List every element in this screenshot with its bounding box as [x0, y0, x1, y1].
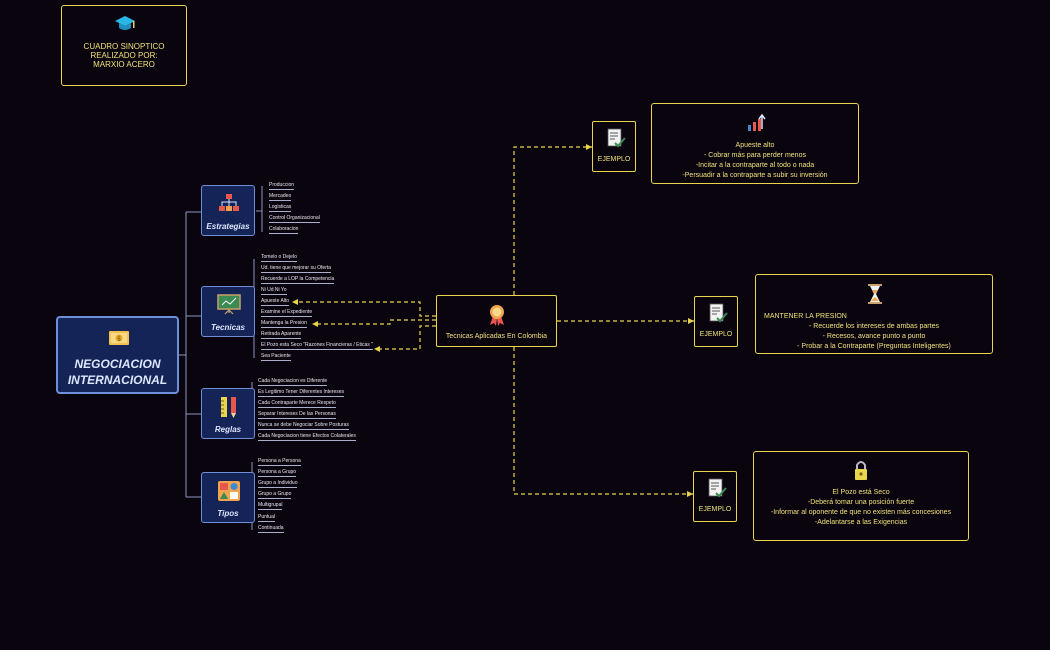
example-label: EJEMPLO	[699, 331, 733, 338]
detail-line: -Incitar a la contraparte al todo o nada	[695, 162, 815, 169]
list-item: Grupo a Grupo	[258, 491, 292, 499]
credit-line-2: REALIZADO POR:	[90, 51, 158, 60]
list-item: Multigrupal	[258, 502, 283, 510]
detail-line: Apueste alto	[735, 142, 775, 149]
example-node-3[interactable]: EJEMPLO	[693, 471, 737, 522]
list-item: El Pozo esta Seco "Razones Financieras /…	[261, 342, 373, 350]
detail-line: -Informar al oponente de que no existen …	[770, 509, 952, 516]
category-estrategias[interactable]: Estrategias	[201, 185, 255, 236]
credit-line-3: MARXIO ACERO	[93, 60, 155, 69]
detail-line: - Recuerde los intereses de ambas partes	[809, 323, 939, 330]
list-item: Recuerde a LOP la Competencia	[261, 276, 335, 284]
list-item: Produccion	[269, 182, 295, 190]
award-medal-icon	[490, 305, 504, 326]
center-topic-node[interactable]: Tecnicas Aplicadas En Colombia	[436, 295, 557, 347]
presentation-board-icon	[217, 294, 241, 315]
category-tecnicas[interactable]: Tecnicas	[201, 286, 255, 337]
example-detail-2: MANTENER LA PRESION - Recuerde los inter…	[755, 274, 993, 354]
checklist-icon	[607, 128, 626, 148]
list-item: Mantenga la Presion	[261, 320, 307, 328]
list-item: Persona a Persona	[258, 458, 301, 466]
detail-line: - Recesos, avance punto a punto	[822, 333, 926, 340]
detail-line: -Adelantarse a las Exigencias	[814, 519, 908, 526]
hourglass-icon	[868, 284, 882, 304]
list-item: Control Organizacional	[269, 215, 320, 223]
example-detail-1: Apueste alto - Cobrar más para perder me…	[651, 103, 859, 184]
flowchart-icon	[219, 194, 239, 211]
list-item: Ud. tiene que mejorar su Oferta	[261, 265, 332, 273]
detail-line: MANTENER LA PRESION	[764, 313, 847, 320]
growth-chart-icon	[748, 113, 766, 131]
checklist-icon	[708, 478, 727, 498]
detail-line: - Probar a la Contraparte (Preguntas Int…	[797, 343, 951, 350]
example-node-2[interactable]: EJEMPLO	[694, 296, 738, 347]
list-item: Continuada	[258, 525, 284, 533]
list-item: Puntual	[258, 514, 275, 522]
list-item: Apueste Alto	[261, 298, 290, 306]
detail-line: -Persuadir a la contraparte a subir su i…	[682, 172, 828, 179]
main-title: NEGOCIACION INTERNACIONAL	[67, 357, 168, 387]
list-item: Cada Negociacion tiene Efectos Colateral…	[258, 433, 356, 441]
list-item: Colaboracion	[269, 226, 299, 234]
category-tipos[interactable]: Tipos	[201, 472, 255, 523]
list-item: Es Legitimo Tener Diferentes Intereses	[258, 389, 345, 397]
list-item: Mercadeo	[269, 193, 292, 201]
list-item: Nunca se debe Negociar Sobre Posturas	[258, 422, 349, 430]
example-label: EJEMPLO	[597, 156, 631, 163]
category-reglas[interactable]: Reglas	[201, 388, 255, 439]
shapes-grid-icon	[218, 481, 240, 501]
category-label: Estrategias	[206, 222, 250, 231]
list-item: Tomelo o Dejelo	[261, 254, 297, 262]
svg-text:$: $	[117, 336, 121, 343]
example-detail-3: El Pozo está Seco -Deberá tomar una posi…	[753, 451, 969, 541]
detail-line: - Cobrar más para perder menos	[704, 152, 806, 159]
list-item: Retirada Aparente	[261, 331, 302, 339]
credit-box: CUADRO SINOPTICO REALIZADO POR: MARXIO A…	[61, 5, 187, 86]
detail-line: El Pozo está Seco	[832, 489, 890, 496]
list-item: Separar Intereses De las Personas	[258, 411, 336, 419]
detail-line: -Deberá tomar una posición fuerte	[807, 499, 915, 506]
graduation-cap-icon	[115, 16, 135, 30]
main-topic-node[interactable]: $ NEGOCIACION INTERNACIONAL	[56, 316, 179, 394]
ruler-pencil-icon	[221, 397, 236, 418]
example-label: EJEMPLO	[698, 506, 732, 513]
center-label: Tecnicas Aplicadas En Colombia	[445, 333, 548, 340]
credit-line-1: CUADRO SINOPTICO	[83, 42, 165, 51]
category-label: Tipos	[217, 509, 239, 518]
list-item: Examine el Expediente	[261, 309, 313, 317]
example-node-1[interactable]: EJEMPLO	[592, 121, 636, 172]
category-label: Tecnicas	[211, 323, 245, 332]
list-item: Logisticas	[269, 204, 292, 212]
category-label: Reglas	[214, 425, 242, 434]
checklist-icon	[709, 303, 728, 323]
list-item: Persona a Grupo	[258, 469, 297, 477]
list-item: Sea Paciente	[261, 353, 291, 361]
list-item: Grupo a Individuo	[258, 480, 298, 488]
money-icon: $	[109, 331, 129, 345]
padlock-icon	[855, 461, 867, 480]
list-item: Cada Negociacion es Diferente	[258, 378, 328, 386]
list-item: Cada Contraparte Merece Respeto	[258, 400, 336, 408]
list-item: Ni Ud Ni Yo	[261, 287, 287, 295]
